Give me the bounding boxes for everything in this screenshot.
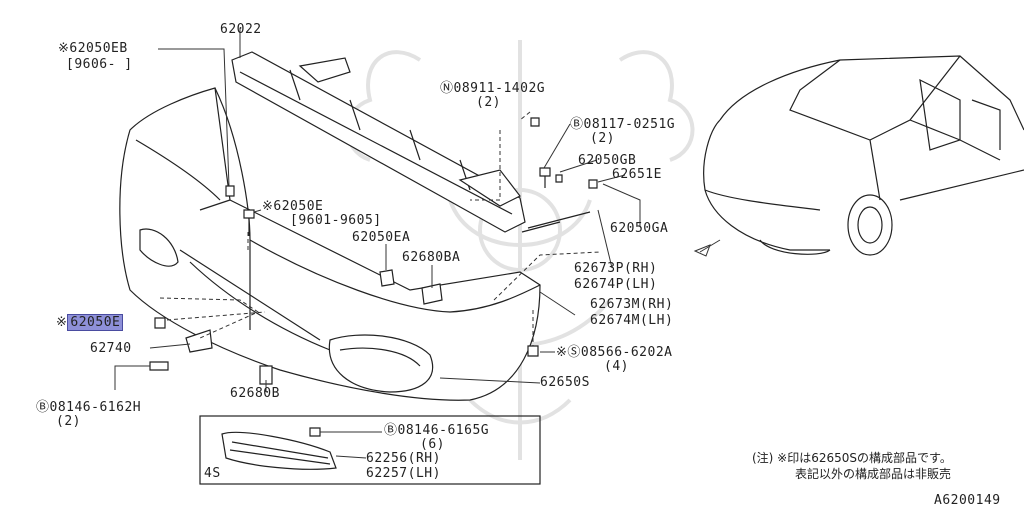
label-08911-1402G[interactable]: Ⓝ08911-1402G (440, 81, 546, 96)
label-62022[interactable]: 62022 (220, 22, 262, 37)
label-kit-4S: 4S (204, 466, 221, 481)
label-62680BA[interactable]: 62680BA (402, 250, 461, 265)
label-62050E-upper[interactable]: ※62050E (262, 199, 324, 214)
label-62050EA[interactable]: 62050EA (352, 230, 411, 245)
fasteners (149, 117, 598, 437)
label-08146-6162H-qty: (2) (56, 414, 81, 429)
label-62650S[interactable]: 62650S (540, 375, 590, 390)
bumper-fascia-62650S[interactable] (119, 87, 541, 401)
label-08146-6162H[interactable]: Ⓑ08146-6162H (36, 400, 142, 415)
label-62673M[interactable]: 62673M(RH) (590, 297, 674, 312)
label-62050E-selected[interactable]: ※62050E (56, 314, 124, 331)
label-62680B[interactable]: 62680B (230, 386, 280, 401)
label-62050GB[interactable]: 62050GB (578, 153, 637, 168)
selected-part-number[interactable]: 62050E (67, 314, 124, 331)
leader-lines (114, 28, 721, 459)
label-08146-6165G-qty: (6) (420, 437, 445, 452)
footnote-line-2: 表記以外の構成部品は非販売 (795, 467, 952, 481)
watermark-crest (345, 40, 695, 460)
label-08117-qty: (2) (590, 131, 615, 146)
label-08911-qty: (2) (476, 95, 501, 110)
footnote-line-1: (注) ※印は62650Sの構成部品です。 (752, 451, 952, 465)
label-62674P[interactable]: 62674P(LH) (574, 277, 658, 292)
vehicle-sketch (703, 55, 1024, 256)
label-62050EB[interactable]: ※62050EB (58, 41, 128, 56)
label-62674M[interactable]: 62674M(LH) (590, 313, 674, 328)
label-08566-6202A[interactable]: ※Ⓢ08566-6202A (556, 345, 673, 360)
label-08566-qty: (4) (604, 359, 629, 374)
label-62050E-upper-date: [9601-9605] (290, 213, 382, 228)
grille-assembly[interactable] (199, 415, 541, 485)
asterisk-mark: ※ (56, 315, 68, 330)
label-62257[interactable]: 62257(LH) (366, 466, 441, 481)
label-08117-0251G[interactable]: Ⓑ08117-0251G (570, 117, 676, 132)
label-62256[interactable]: 62256(RH) (366, 451, 441, 466)
label-08146-6165G[interactable]: Ⓑ08146-6165G (384, 423, 490, 438)
label-62673P[interactable]: 62673P(RH) (574, 261, 658, 276)
reinforcement-62022[interactable] (231, 51, 526, 233)
label-62740[interactable]: 62740 (90, 341, 132, 356)
label-62050EB-date: [9606- ] (66, 57, 133, 72)
label-62651E[interactable]: 62651E (612, 167, 662, 182)
label-62050GA[interactable]: 62050GA (610, 221, 669, 236)
diagram-id: A6200149 (934, 493, 1001, 508)
